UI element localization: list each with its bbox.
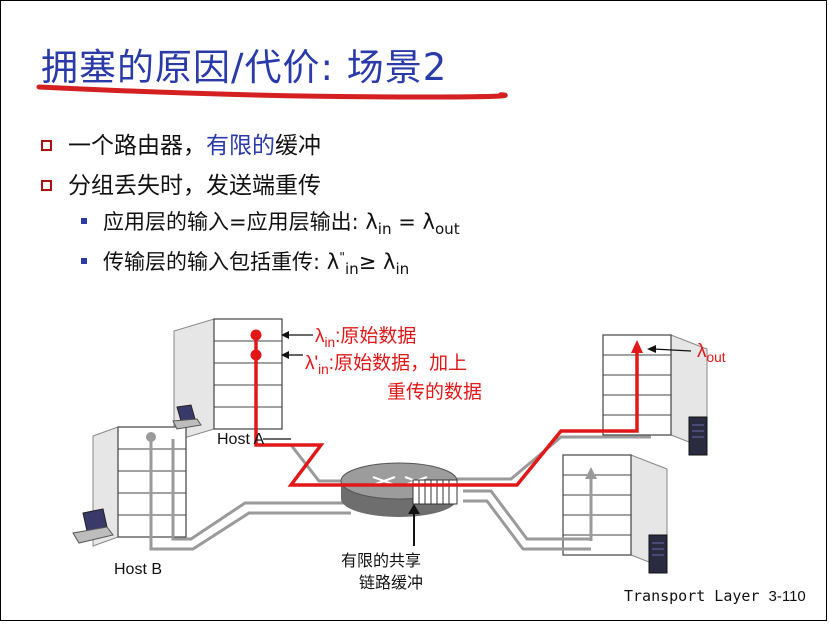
buffer-label-1: 有限的共享 — [341, 553, 422, 570]
page-number: 3-110 — [768, 588, 806, 605]
bullet-square-icon — [41, 140, 52, 151]
buffer-label-2: 链路缓冲 — [359, 575, 424, 592]
server-icon-bottom — [648, 534, 668, 574]
bullet-dot-icon — [81, 218, 87, 224]
subbullet-2: 传输层的输入包括重传: λ"in≥ λin — [81, 246, 409, 278]
red-send-path — [254, 335, 639, 487]
lambda-out-label: λout — [697, 341, 726, 365]
title-underline — [36, 84, 508, 100]
lambda-in-prime-label-line2: 重传的数据 — [387, 382, 483, 403]
host-a-label: Host A — [217, 431, 265, 448]
server-icon-top — [688, 416, 708, 456]
bullet-1: 一个路由器，有限的缓冲 — [41, 126, 321, 160]
laptop-icon-b — [72, 508, 114, 544]
lambda-in-label: λin:原始数据 — [315, 326, 417, 350]
subbullet-1: 应用层的输入=应用层输出: λin = λout — [81, 206, 460, 238]
lambda-in-prime-label: λ'in:原始数据，加上 — [305, 353, 468, 377]
bullet-2: 分组丢失时，发送端重传 — [41, 166, 321, 200]
bullet-dot-icon — [81, 258, 87, 264]
slide-footer: Transport Layer 3-110 — [624, 587, 806, 605]
laptop-icon-a — [172, 404, 202, 430]
bullet-square-icon — [41, 180, 52, 191]
footer-label: Transport Layer — [624, 587, 760, 605]
host-b-label: Host B — [114, 561, 163, 578]
slide-title: 拥塞的原因/代价: 场景2 — [41, 46, 448, 89]
